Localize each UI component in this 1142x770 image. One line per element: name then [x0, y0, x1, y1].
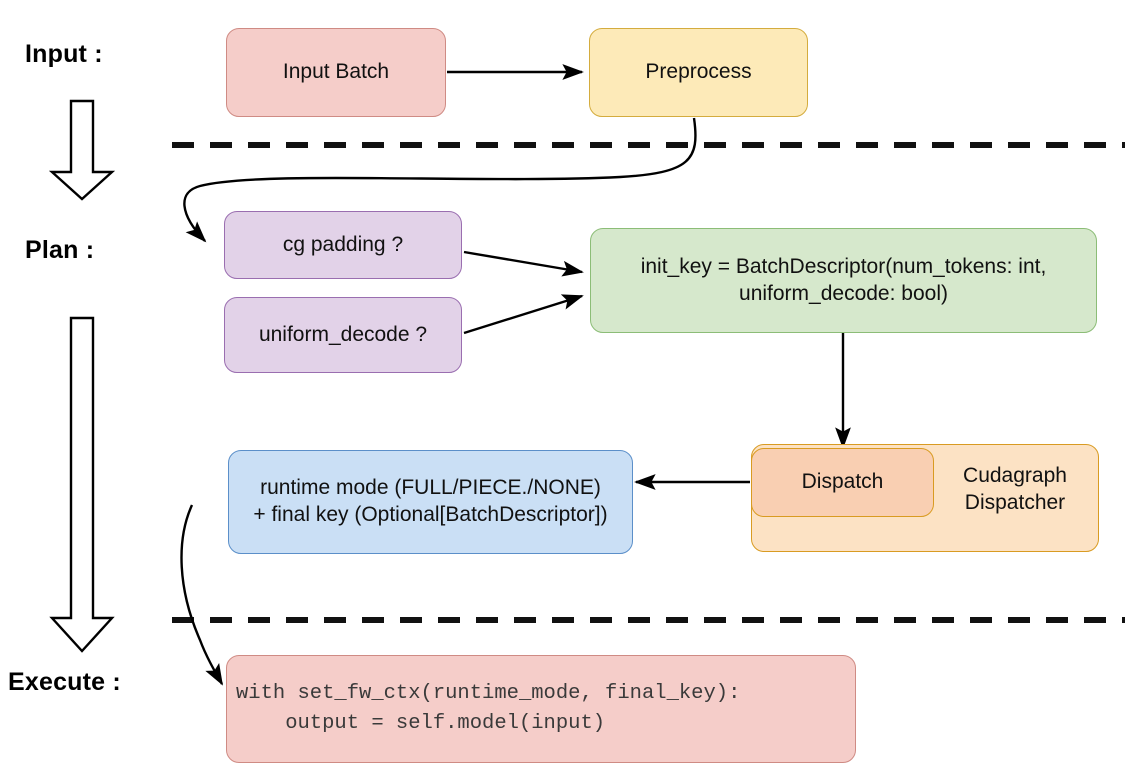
node-input-batch-label: Input Batch — [282, 60, 390, 84]
node-uniform-decode-label: uniform_decode ? — [258, 322, 428, 346]
node-preprocess[interactable]: Preprocess — [589, 28, 808, 117]
node-cudagraph-dispatcher-label: Cudagraph Dispatcher — [940, 462, 1090, 517]
arrow-runtime-mode-to-exec-code — [180, 504, 224, 686]
node-runtime-mode-line1: runtime mode (FULL/PIECE./NONE) — [260, 476, 601, 500]
node-init-key[interactable]: init_key = BatchDescriptor(num_tokens: i… — [590, 228, 1097, 333]
node-runtime-mode[interactable]: runtime mode (FULL/PIECE./NONE) + final … — [228, 450, 633, 554]
stage-label-input: Input : — [25, 40, 103, 68]
stage-label-plan: Plan : — [25, 236, 95, 264]
node-uniform-decode[interactable]: uniform_decode ? — [224, 297, 462, 373]
node-dispatch[interactable]: Dispatch — [751, 448, 934, 517]
node-init-key-line1: init_key = BatchDescriptor(num_tokens: i… — [640, 254, 1047, 278]
node-cudagraph-dispatcher-line1: Cudagraph — [963, 464, 1067, 487]
stage-arrow-plan-to-execute — [49, 316, 115, 653]
node-preprocess-label: Preprocess — [645, 60, 752, 84]
node-runtime-mode-line2: + final key (Optional[BatchDescriptor]) — [253, 503, 608, 526]
node-exec-code[interactable]: with set_fw_ctx(runtime_mode, final_key)… — [226, 655, 856, 763]
node-cg-padding[interactable]: cg padding ? — [224, 211, 462, 279]
node-cg-padding-label: cg padding ? — [282, 232, 404, 256]
arrow-cg-padding-to-init-key — [463, 250, 584, 277]
stage-label-execute: Execute : — [8, 668, 121, 696]
node-exec-code-line2: output = self.model(input) — [236, 712, 606, 735]
node-input-batch[interactable]: Input Batch — [226, 28, 446, 117]
node-cudagraph-dispatcher-line2: Dispatcher — [964, 491, 1066, 515]
node-init-key-line2: uniform_decode: bool) — [739, 281, 948, 305]
arrow-uniform-decode-to-init-key — [463, 294, 584, 335]
node-exec-code-line1: with set_fw_ctx(runtime_mode, final_key)… — [236, 682, 741, 706]
stage-arrow-input-to-plan — [48, 99, 116, 201]
node-dispatch-label: Dispatch — [801, 470, 884, 494]
